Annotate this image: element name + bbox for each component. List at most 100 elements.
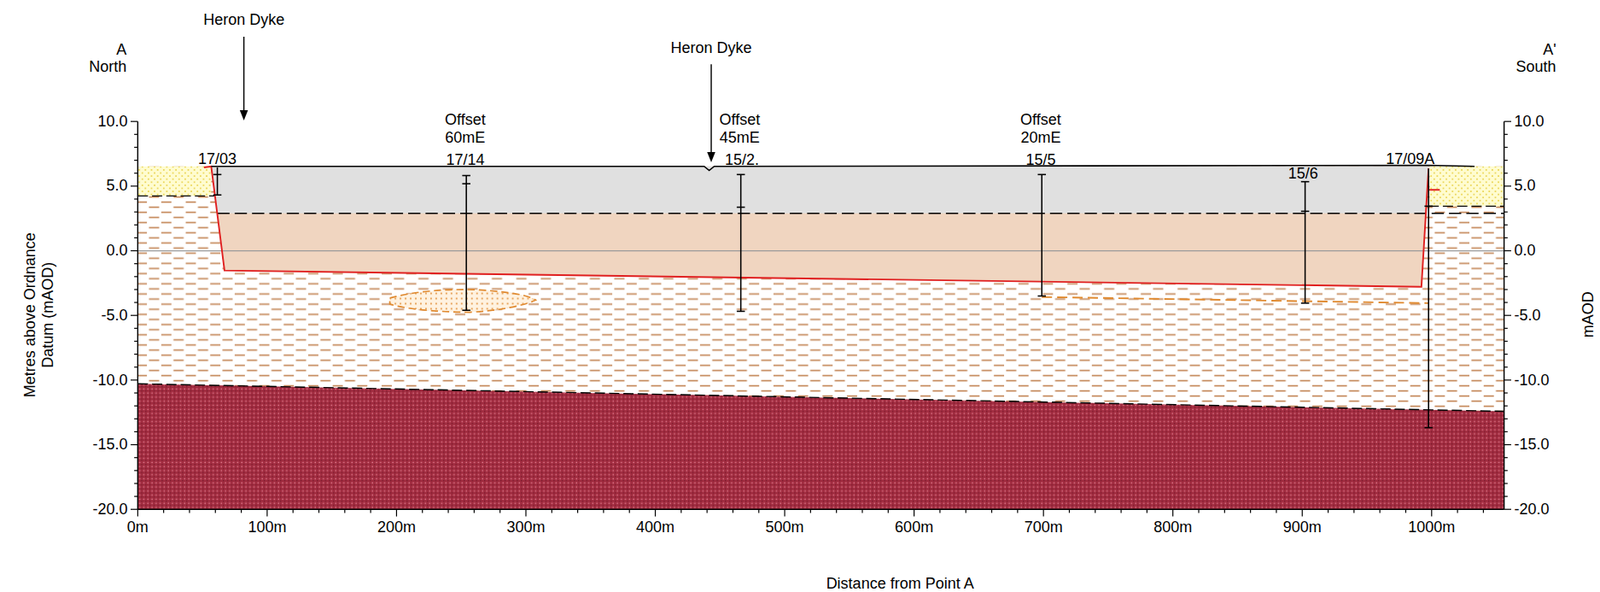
distance-value: 400m — [636, 518, 675, 537]
tick-mark — [1504, 275, 1508, 277]
tick-mark — [134, 431, 138, 433]
tick-mark — [1504, 262, 1508, 264]
tick-mark — [130, 508, 138, 510]
sand-lens — [390, 289, 537, 313]
tick-mark — [473, 508, 475, 513]
tick-mark — [134, 146, 138, 148]
tick-mark — [134, 366, 138, 368]
axis-title: mAOD — [1578, 291, 1597, 338]
tick-mark — [1504, 482, 1508, 484]
ground-surface — [210, 165, 1475, 171]
made-ground — [210, 166, 1429, 214]
tick-mark — [654, 508, 656, 516]
tick-mark — [1275, 508, 1277, 513]
water-level — [1428, 205, 1504, 207]
tick-mark — [1353, 508, 1355, 513]
axis-value: -20.0 — [1514, 500, 1550, 519]
tick-mark — [1146, 508, 1148, 513]
tick-mark — [1504, 340, 1508, 342]
tick-mark — [758, 508, 760, 513]
tick-mark — [629, 508, 631, 513]
sand-deposit — [1429, 166, 1504, 207]
tick-mark — [134, 172, 138, 174]
sand-deposit — [137, 166, 211, 197]
tick-mark — [1172, 508, 1174, 516]
tick-mark — [1224, 508, 1226, 513]
axis-value: -15.0 — [92, 435, 128, 454]
tick-mark — [1504, 134, 1508, 135]
borehole-id: 17/03 — [198, 150, 237, 169]
tick-mark — [130, 315, 138, 316]
tick-mark — [1405, 508, 1407, 513]
tick-mark — [447, 508, 449, 513]
excavation-boundary — [1428, 188, 1440, 191]
axis-value: -5.0 — [1514, 306, 1542, 325]
tick-mark — [991, 508, 993, 513]
borehole-id: 17/14 — [445, 151, 485, 170]
clay-stratum — [137, 166, 1504, 509]
tick-mark — [1043, 508, 1045, 516]
tick-mark — [130, 185, 138, 187]
tick-mark — [1504, 237, 1508, 239]
excavation-boundary — [204, 166, 1429, 287]
boreholes — [213, 167, 1433, 428]
distance-value: 700m — [1024, 518, 1063, 537]
dyke-label: Heron Dyke — [671, 39, 753, 58]
axis-title: Distance from Point A — [826, 574, 975, 592]
tick-mark — [887, 508, 889, 513]
tick-mark — [1504, 508, 1512, 510]
offset-label: Offset 45mE — [718, 110, 760, 146]
tick-mark — [1120, 508, 1122, 513]
tick-mark — [1504, 456, 1508, 458]
tick-mark — [1504, 391, 1508, 393]
tick-mark — [1504, 469, 1508, 471]
tick-mark — [1504, 159, 1508, 161]
tick-mark — [1430, 508, 1432, 516]
tick-mark — [134, 327, 138, 329]
tick-mark — [1504, 405, 1508, 407]
tick-mark — [1504, 146, 1508, 148]
tick-mark — [292, 508, 294, 513]
bedrock-stratum — [137, 383, 1504, 509]
tick-mark — [1504, 366, 1508, 368]
tick-mark — [130, 250, 138, 252]
dyke-arrows — [239, 36, 716, 163]
tick-mark — [1504, 185, 1512, 187]
tick-mark — [1327, 508, 1329, 513]
tick-mark — [134, 262, 138, 264]
water-level — [137, 195, 215, 197]
offset-label: Offset 60mE — [444, 110, 486, 146]
tick-mark — [421, 508, 423, 513]
axis-value: 5.0 — [105, 176, 128, 195]
tick-mark — [134, 211, 138, 213]
bedrock-boundary — [137, 383, 1504, 411]
tick-mark — [134, 495, 138, 497]
axis-value: -10.0 — [1514, 371, 1550, 390]
tick-mark — [1504, 301, 1508, 303]
distance-value: 500m — [765, 518, 805, 537]
tick-mark — [1504, 172, 1508, 174]
tick-mark — [1483, 508, 1484, 513]
tick-mark — [810, 508, 812, 513]
tick-mark — [551, 508, 553, 513]
tick-mark — [1504, 431, 1508, 433]
tick-mark — [130, 443, 138, 445]
axis-title: Metres above Ordnance Datum (mAOD) — [21, 227, 57, 403]
tick-mark — [134, 198, 138, 199]
distance-value: 600m — [894, 518, 934, 537]
tick-mark — [499, 508, 501, 513]
tick-mark — [1094, 508, 1096, 513]
axis-value: 10.0 — [1514, 112, 1545, 131]
tick-mark — [1302, 508, 1303, 516]
tick-mark — [1504, 250, 1512, 252]
section-end-label: A' South — [1516, 40, 1557, 76]
distance-value: 1000m — [1407, 518, 1455, 537]
tick-mark — [344, 508, 345, 513]
tick-mark — [134, 340, 138, 342]
tick-mark — [1504, 443, 1512, 445]
borehole-id: 17/09A — [1385, 150, 1435, 169]
tick-mark — [266, 508, 268, 516]
tick-mark — [163, 508, 164, 513]
axis-value: 0.0 — [105, 241, 128, 260]
